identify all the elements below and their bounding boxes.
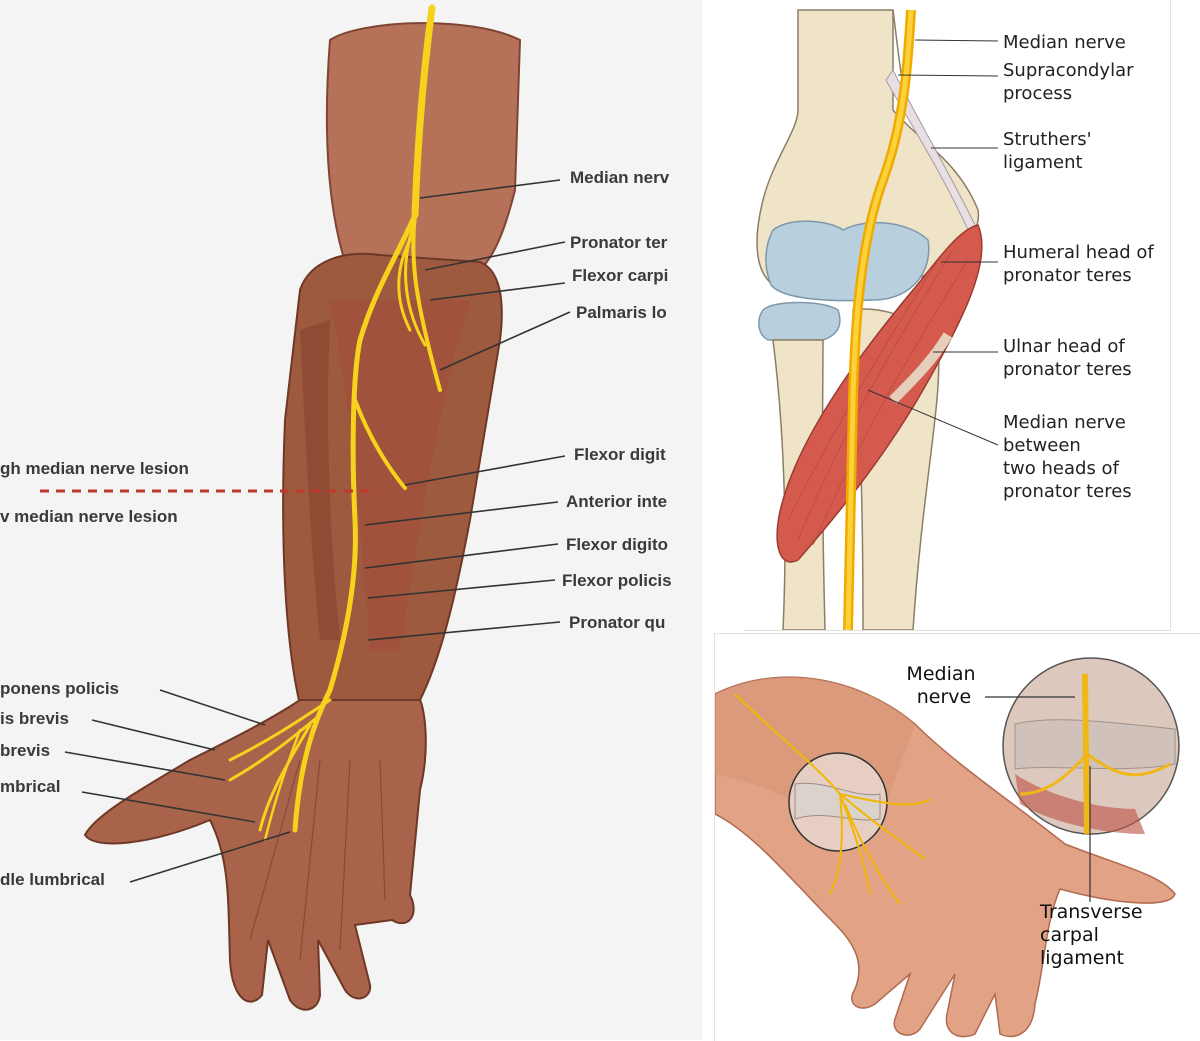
label-middle-lumbrical: dle lumbrical <box>0 870 105 889</box>
elbow-anatomy-panel: Median nerve Supracondylar process Strut… <box>743 0 1171 631</box>
upper-arm <box>325 22 522 302</box>
label-supracondylar-process: Supracondylar process <box>1003 60 1139 104</box>
label-pronator-quadratus: Pronator qu <box>569 613 665 632</box>
radial-head-cartilage <box>758 301 841 341</box>
pronator-teres-muscle <box>776 224 983 563</box>
forearm-illustration: Median nerv Pronator ter Flexor carpi Pa… <box>0 4 672 1011</box>
label-median-nerve: Median nerve <box>906 663 981 708</box>
wrist-leader-lines <box>985 696 1091 902</box>
wrist-anatomy-panel: Median nerve Transverse carpal ligament <box>714 633 1200 1041</box>
label-struthers-ligament: Struthers' ligament <box>1003 129 1097 173</box>
elbow-illustration: Median nerve Supracondylar process Strut… <box>756 9 1159 630</box>
label-median-nerve: Median nerve <box>1003 32 1126 53</box>
label-flexor-digitorum-superficialis: Flexor digit <box>574 445 666 464</box>
label-median-nerve-between-heads: Median nerve between two heads of pronat… <box>1003 412 1132 502</box>
median-nerve-branches <box>734 693 931 905</box>
label-opponens-pollicis: ponens policis <box>0 679 119 698</box>
label-low-median-nerve-lesion: v median nerve lesion <box>0 507 178 526</box>
label-flexor-pollicis: Flexor policis <box>562 571 672 590</box>
median-nerve <box>228 4 442 842</box>
label-humeral-head: Humeral head of pronator teres <box>1003 242 1159 286</box>
label-palmaris-longus: Palmaris lo <box>576 303 667 322</box>
label-median-nerve: Median nerv <box>570 168 670 187</box>
label-transverse-carpal-ligament: Transverse carpal ligament <box>1039 901 1149 969</box>
label-anterior-interosseous: Anterior inte <box>566 492 667 511</box>
wrist-illustration: Median nerve Transverse carpal ligament <box>715 657 1180 1038</box>
elbow-leader-lines <box>867 39 999 446</box>
forearm-leader-lines <box>64 179 571 883</box>
label-pronator-teres: Pronator ter <box>570 233 668 252</box>
label-flexor-digitorum-profundus: Flexor digito <box>566 535 668 554</box>
label-first-lumbrical: mbrical <box>0 777 60 796</box>
label-ulnar-head: Ulnar head of pronator teres <box>1003 336 1132 380</box>
label-flexor-pollicis-brevis: brevis <box>0 741 50 760</box>
articular-cartilage <box>765 220 930 302</box>
label-abductor-pollicis-brevis: is brevis <box>0 709 69 728</box>
label-flexor-carpi: Flexor carpi <box>572 266 668 285</box>
label-high-median-nerve-lesion: gh median nerve lesion <box>0 459 189 478</box>
forearm-anatomy-panel: Median nerv Pronator ter Flexor carpi Pa… <box>0 0 702 1040</box>
